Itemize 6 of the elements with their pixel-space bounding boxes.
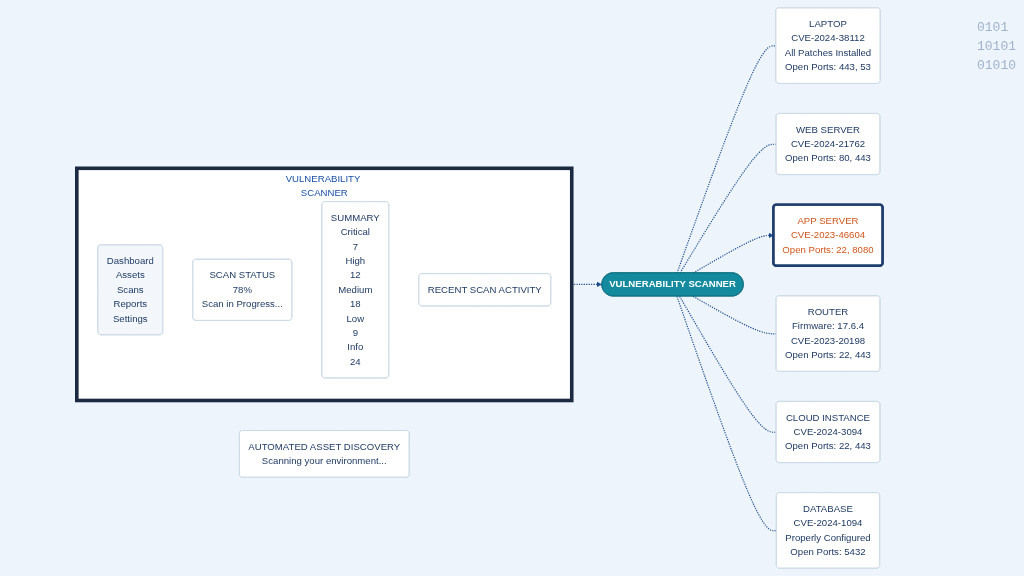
connector: [676, 295, 778, 532]
connector: [679, 295, 778, 433]
connector: [676, 45, 777, 274]
binary-text: 10101: [977, 39, 1016, 54]
binary-text: 0101: [977, 20, 1010, 35]
binary-text: 01010: [977, 58, 1016, 73]
